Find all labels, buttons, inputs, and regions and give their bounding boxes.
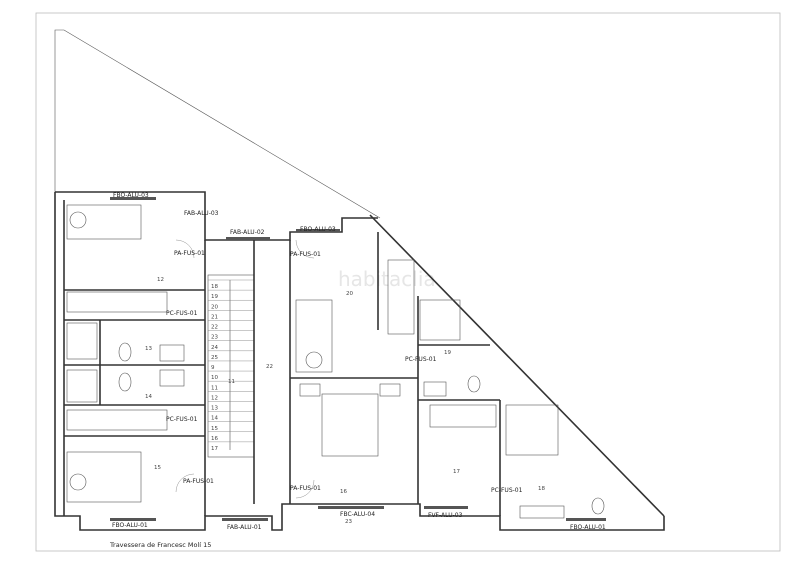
room-number: 14 <box>145 394 152 400</box>
stair-step-number: 16 <box>211 436 218 442</box>
shower <box>505 404 559 456</box>
left-outer-wall <box>54 192 665 531</box>
stair-step-number: 25 <box>211 355 218 361</box>
stair-step-number: 13 <box>211 406 218 412</box>
window-marker <box>110 518 156 521</box>
stair-step-number: 11 <box>211 385 218 391</box>
label-pc-fus-01: PC-FUS-01 <box>405 356 437 363</box>
label-fab-alu-01: FAB-ALU-01 <box>227 524 262 531</box>
wardrobe <box>429 404 497 428</box>
page-frame <box>35 12 781 552</box>
label-pa-fus-01: PA-FUS-01 <box>183 478 214 485</box>
label-fbo-alu-01: FBO-ALU-01 <box>570 524 606 531</box>
door-swing <box>175 239 195 259</box>
room-number: 20 <box>346 291 353 297</box>
room-number: 11 <box>228 379 235 385</box>
shower <box>66 369 98 403</box>
room-number: 16 <box>340 489 347 495</box>
watermark: habitaclia <box>338 267 436 291</box>
building-outline <box>55 191 378 241</box>
room-number: 22 <box>266 364 273 370</box>
label-pc-fus-01: PC-FUS-01 <box>166 416 198 423</box>
stair-step-number: 12 <box>211 395 218 401</box>
diagonal-boundary <box>369 214 665 517</box>
room-number: 23 <box>345 519 352 525</box>
label-fbo-alu-03: FBO-ALU-03 <box>300 226 336 233</box>
bed <box>66 204 142 240</box>
room-number: 18 <box>538 486 545 492</box>
stair-step-number: 15 <box>211 426 218 432</box>
wardrobe <box>387 259 415 335</box>
wardrobe <box>66 291 168 313</box>
label-fab-alu-02: FAB-ALU-02 <box>230 229 265 236</box>
label-fvf-alu-03: FVF-ALU-03 <box>428 512 463 519</box>
room-number: 13 <box>145 346 152 352</box>
stair-step-number: 20 <box>211 304 218 310</box>
door-swing <box>295 239 315 259</box>
shower <box>66 322 98 360</box>
label-pc-fus-01: PC-FUS-01 <box>166 310 198 317</box>
window-marker <box>318 506 384 509</box>
stair-step-number: 21 <box>211 314 218 320</box>
nightstand <box>299 383 321 397</box>
shower <box>419 299 461 341</box>
room-number: 12 <box>157 277 164 283</box>
toilet <box>467 375 481 393</box>
room-number: 19 <box>444 350 451 356</box>
stair-step-number: 22 <box>211 325 218 331</box>
stair-step-number: 10 <box>211 375 218 381</box>
label-fbc-alu-04: FBC-ALU-04 <box>340 511 375 518</box>
toilet <box>591 497 605 515</box>
label-pc-fus-01: PC-FUS-01 <box>491 487 523 494</box>
toilet <box>118 342 132 362</box>
chair <box>69 211 87 229</box>
window-marker <box>226 237 270 240</box>
window-marker <box>424 506 468 509</box>
washbasin <box>159 369 185 387</box>
label-fbo-alu-01: FBO-ALU-01 <box>112 522 148 529</box>
stair-step-number: 23 <box>211 335 218 341</box>
chair <box>69 473 87 491</box>
washbasin <box>423 381 447 397</box>
label-fbo-alu-03: FBO-ALU-03 <box>113 192 149 199</box>
chair <box>305 351 323 369</box>
window-marker <box>296 229 340 232</box>
plot-boundary <box>54 29 381 219</box>
bed <box>66 451 142 503</box>
door-swing <box>175 473 195 493</box>
window-marker <box>110 197 156 200</box>
label-pa-fus-01: PA-FUS-01 <box>290 251 321 258</box>
washbasin <box>159 344 185 362</box>
window-marker <box>566 518 606 521</box>
street-caption: Travessera de Francesc Molí 15 <box>109 541 211 549</box>
stair-step-number: 24 <box>211 345 218 351</box>
stair-step-number: 19 <box>211 294 218 300</box>
wardrobe <box>66 409 168 431</box>
double-bed <box>321 393 379 457</box>
washbasin <box>519 505 565 519</box>
label-pa-fus-01: PA-FUS-01 <box>174 250 205 257</box>
label-fab-alu-03: FAB-ALU-03 <box>184 210 219 217</box>
room-number: 15 <box>154 465 161 471</box>
desk <box>295 299 333 373</box>
toilet <box>118 372 132 392</box>
nightstand <box>379 383 401 397</box>
stair-step-number: 9 <box>211 365 215 371</box>
door-swing <box>295 479 315 499</box>
stair-steps: 18 19 20 21 22 23 24 25 9 10 11 12 13 14 15 16 17 <box>208 279 254 452</box>
room-number: 17 <box>453 469 460 475</box>
label-pa-fus-01: PA-FUS-01 <box>290 485 321 492</box>
stair-step-number: 18 <box>211 284 218 290</box>
stair-step-number: 14 <box>211 416 218 422</box>
window-marker <box>222 518 268 521</box>
stair-step-number: 17 <box>211 446 218 452</box>
